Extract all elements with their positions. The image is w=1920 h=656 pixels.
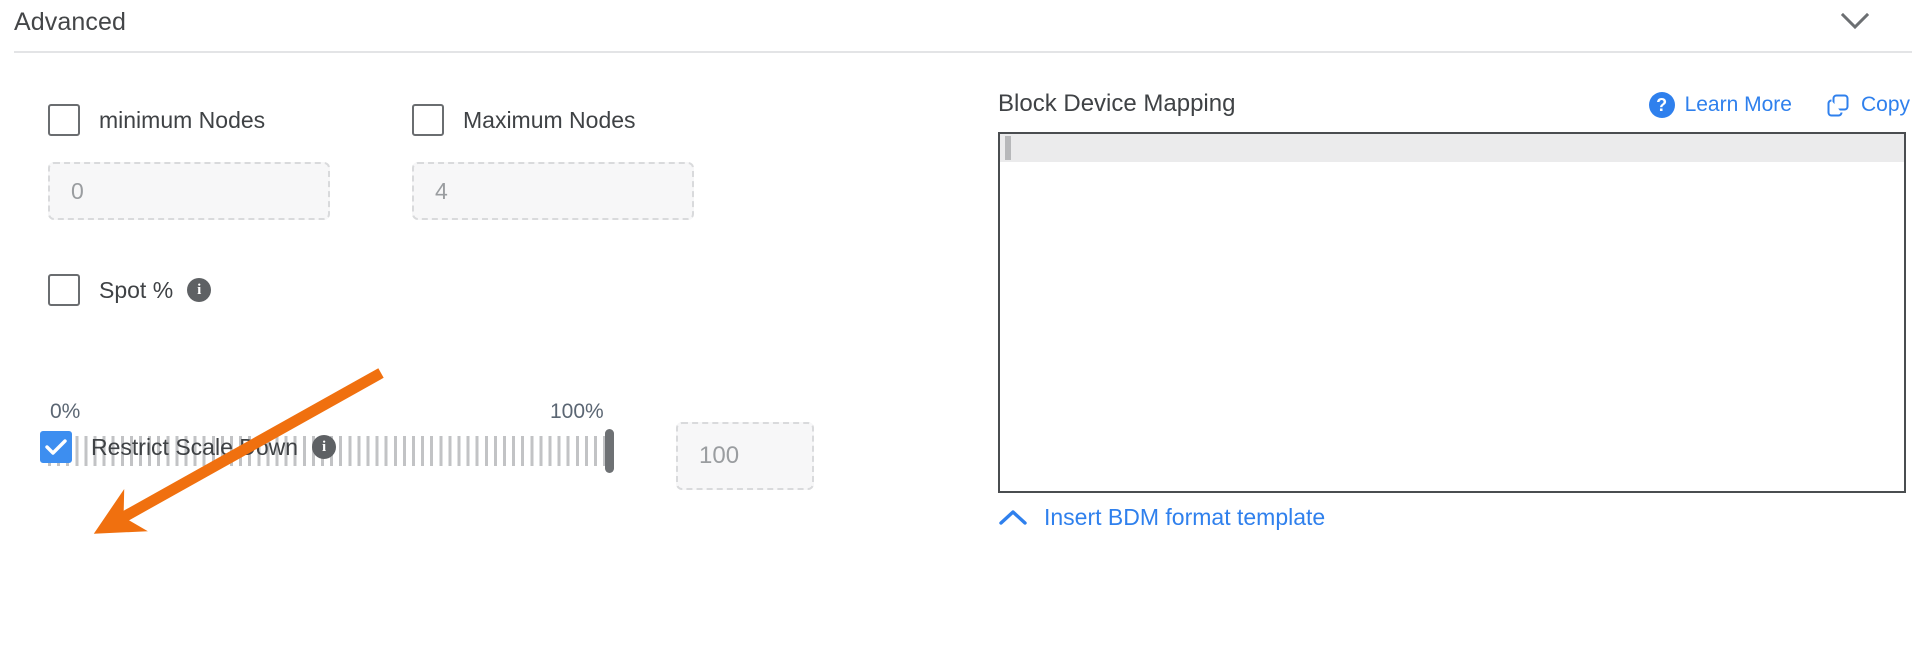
copy-label: Copy bbox=[1860, 93, 1910, 116]
restrict-scale-down-label: Restrict Scale Down bbox=[91, 433, 299, 460]
slider-min-label: 0% bbox=[50, 400, 81, 423]
learn-more-label: Learn More bbox=[1684, 93, 1792, 116]
spot-percent-info-icon[interactable]: i bbox=[187, 278, 212, 302]
restrict-scale-down-checkbox[interactable] bbox=[40, 431, 72, 463]
spot-percent-checkbox[interactable] bbox=[48, 274, 80, 306]
left-column: minimum Nodes 0 Maximum Nodes 4 Spot % i… bbox=[0, 52, 990, 656]
insert-bdm-template-link[interactable]: Insert BDM format template bbox=[998, 504, 1325, 531]
maximum-nodes-input[interactable]: 4 bbox=[412, 162, 694, 220]
spot-percent-value-input[interactable]: 100 bbox=[676, 422, 814, 490]
slider-thumb[interactable] bbox=[605, 429, 614, 473]
chevron-down-icon bbox=[1841, 12, 1869, 29]
minimum-nodes-row: minimum Nodes bbox=[48, 104, 265, 136]
block-device-mapping-panel: Block Device Mapping ? Learn More Copy bbox=[998, 52, 1920, 656]
slider-max-label: 100% bbox=[550, 400, 604, 423]
spot-percent-label: Spot % bbox=[99, 276, 174, 303]
editor-active-line bbox=[1000, 134, 1904, 162]
bdm-actions: ? Learn More Copy bbox=[1648, 92, 1910, 118]
spot-percent-row: Spot % i bbox=[48, 274, 212, 306]
restrict-scale-down-row: Restrict Scale Down i bbox=[40, 431, 337, 463]
minimum-nodes-label: minimum Nodes bbox=[99, 106, 266, 133]
maximum-nodes-checkbox[interactable] bbox=[412, 104, 444, 136]
copy-icon bbox=[1827, 94, 1849, 116]
help-question-icon: ? bbox=[1648, 92, 1675, 118]
section-header: Advanced bbox=[0, 0, 1920, 53]
block-device-mapping-title: Block Device Mapping bbox=[998, 90, 1236, 117]
bdm-code-editor[interactable] bbox=[998, 132, 1906, 493]
check-icon bbox=[45, 439, 67, 455]
editor-cursor-gutter bbox=[1005, 136, 1011, 160]
copy-button[interactable]: Copy bbox=[1826, 93, 1910, 118]
minimum-nodes-input[interactable]: 0 bbox=[48, 162, 330, 220]
insert-bdm-template-label: Insert BDM format template bbox=[1044, 504, 1326, 530]
collapse-section-button[interactable] bbox=[1838, 6, 1872, 36]
learn-more-link[interactable]: ? Learn More bbox=[1648, 92, 1792, 118]
header-divider bbox=[14, 51, 1912, 53]
maximum-nodes-row: Maximum Nodes bbox=[412, 104, 636, 136]
page-title: Advanced bbox=[14, 8, 126, 36]
chevron-up-icon bbox=[999, 509, 1027, 525]
maximum-nodes-label: Maximum Nodes bbox=[463, 106, 636, 133]
minimum-nodes-checkbox[interactable] bbox=[48, 104, 80, 136]
restrict-scale-down-info-icon[interactable]: i bbox=[312, 435, 337, 459]
